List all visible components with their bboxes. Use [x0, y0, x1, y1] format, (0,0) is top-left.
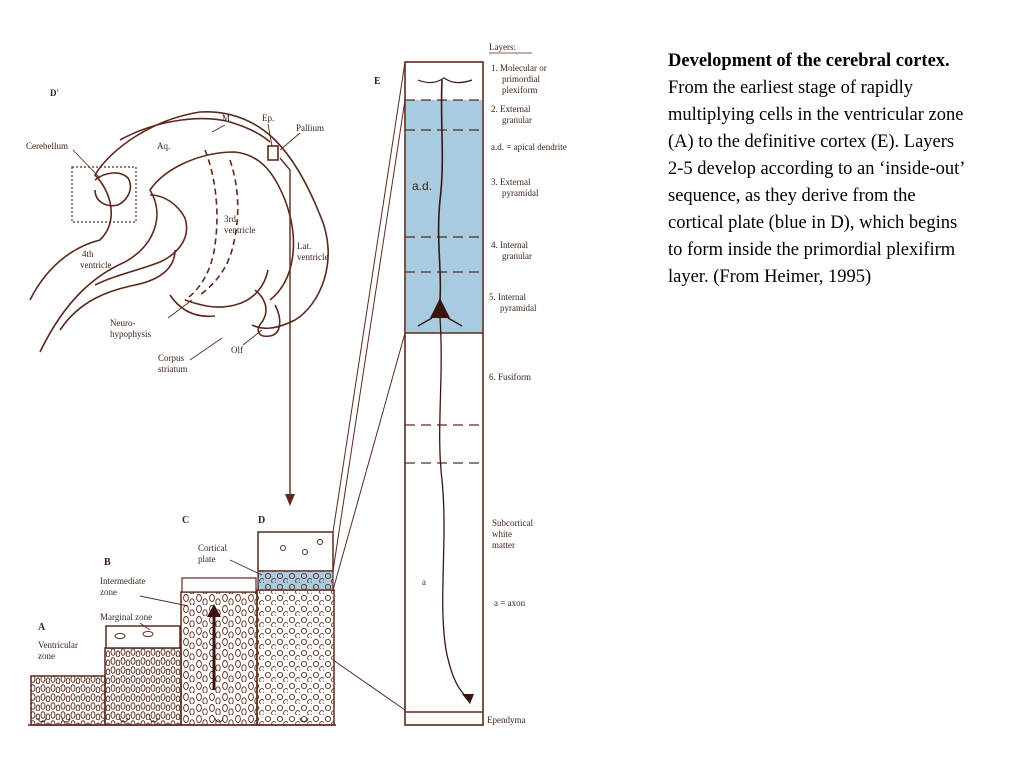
- label-corpus: Corpus: [158, 353, 185, 363]
- label-striatum: striatum: [158, 364, 188, 374]
- brain-section-drawing: [29, 111, 329, 353]
- label-hypophysis: hypophysis: [110, 329, 152, 339]
- label-m: M: [222, 113, 230, 123]
- layer-1-line-1: 1. Molecular or: [491, 63, 547, 73]
- axon-note: a = axon: [494, 598, 526, 608]
- inline-label-ad: a.d.: [412, 179, 432, 193]
- label-aq: Aq.: [157, 141, 170, 151]
- layers-2-5-blue-region: [406, 100, 482, 333]
- label-ventricular: Ventricular: [38, 640, 78, 650]
- stage-label-c: C: [182, 515, 189, 526]
- label-neuro: Neuro-: [110, 318, 136, 328]
- label-ventricular-zone: zone: [38, 651, 55, 661]
- label-3rd: 3rd: [224, 214, 236, 224]
- caption-body: From the earliest stage of rapidly multi…: [668, 78, 965, 287]
- stage-label-b: B: [104, 557, 111, 568]
- layer-3-line-2: pyramidal: [502, 188, 539, 198]
- plate-leader-line: [229, 559, 263, 576]
- label-plate: plate: [198, 554, 216, 564]
- label-olf: Olf: [231, 345, 243, 355]
- figure-caption: Development of the cerebral cortex. From…: [668, 48, 968, 291]
- white-matter-line-1: Subcortical: [492, 518, 533, 528]
- layer-6: 6. Fusiform: [489, 372, 531, 382]
- projection-arrow: [279, 157, 295, 506]
- brain-leader-lines: [72, 123, 301, 361]
- apical-dendrite-note: a.d. = apical dendrite: [491, 142, 567, 152]
- label-intermediate: Intermediate: [100, 576, 145, 586]
- cortex-column-e: [404, 61, 484, 726]
- layer-5-line-1: 5. Internal: [489, 292, 526, 302]
- panel-label-d-prime: D': [50, 88, 59, 98]
- marginal-leader-line: [139, 622, 151, 631]
- label-ep: Ep.: [262, 113, 274, 123]
- stage-d-column: [256, 531, 335, 726]
- stage-b-column: [104, 625, 182, 726]
- stage-a-column: [30, 675, 106, 726]
- layer-4-line-2: granular: [502, 251, 532, 261]
- layer-legend: Layers: 1. Molecular or primordial plexi…: [487, 42, 567, 725]
- expansion-lines: [332, 61, 406, 711]
- stage-label-d: D: [258, 515, 265, 526]
- label-4th: 4th: [82, 249, 94, 259]
- layer-2-line-1: 2. External: [491, 104, 531, 114]
- label-3rd-ventricle: ventricle: [224, 225, 255, 235]
- stage-c-column: [180, 577, 258, 726]
- pyramidal-neuron-soma: [430, 298, 450, 318]
- layer-3-line-1: 3. External: [491, 177, 531, 187]
- layer-1-line-2: primordial: [502, 74, 540, 84]
- intermediate-leader-line: [139, 595, 189, 607]
- cerebellum-highlight-box: [71, 166, 137, 223]
- white-matter-line-2: white: [492, 529, 512, 539]
- layer-2-line-2: granular: [502, 115, 532, 125]
- label-cortical: Cortical: [198, 543, 227, 553]
- white-matter-line-3: matter: [492, 540, 515, 550]
- stage-label-a: A: [38, 622, 46, 633]
- inline-label-a: a: [422, 577, 426, 587]
- label-lat-ventricle: ventricle: [297, 252, 328, 262]
- layer-1-line-3: plexiform: [502, 85, 538, 95]
- label-4th-ventricle: ventricle: [80, 260, 111, 270]
- label-pallium: Pallium: [296, 123, 324, 133]
- layers-heading: Layers:: [489, 42, 516, 52]
- label-lat: Lat.: [297, 241, 311, 251]
- label-marginal-zone: Marginal zone: [100, 612, 152, 622]
- label-ependyma: Ependyma: [487, 715, 526, 725]
- layer-5-line-2: pyramidal: [500, 303, 537, 313]
- label-cerebellum: Cerebellum: [26, 141, 68, 151]
- caption-title: Development of the cerebral cortex.: [668, 51, 950, 71]
- layer-4-line-1: 4. Internal: [491, 240, 528, 250]
- stage-label-e: E: [374, 76, 381, 87]
- ventricle-lining-cells: [37, 717, 309, 723]
- label-intermediate-zone: zone: [100, 587, 117, 597]
